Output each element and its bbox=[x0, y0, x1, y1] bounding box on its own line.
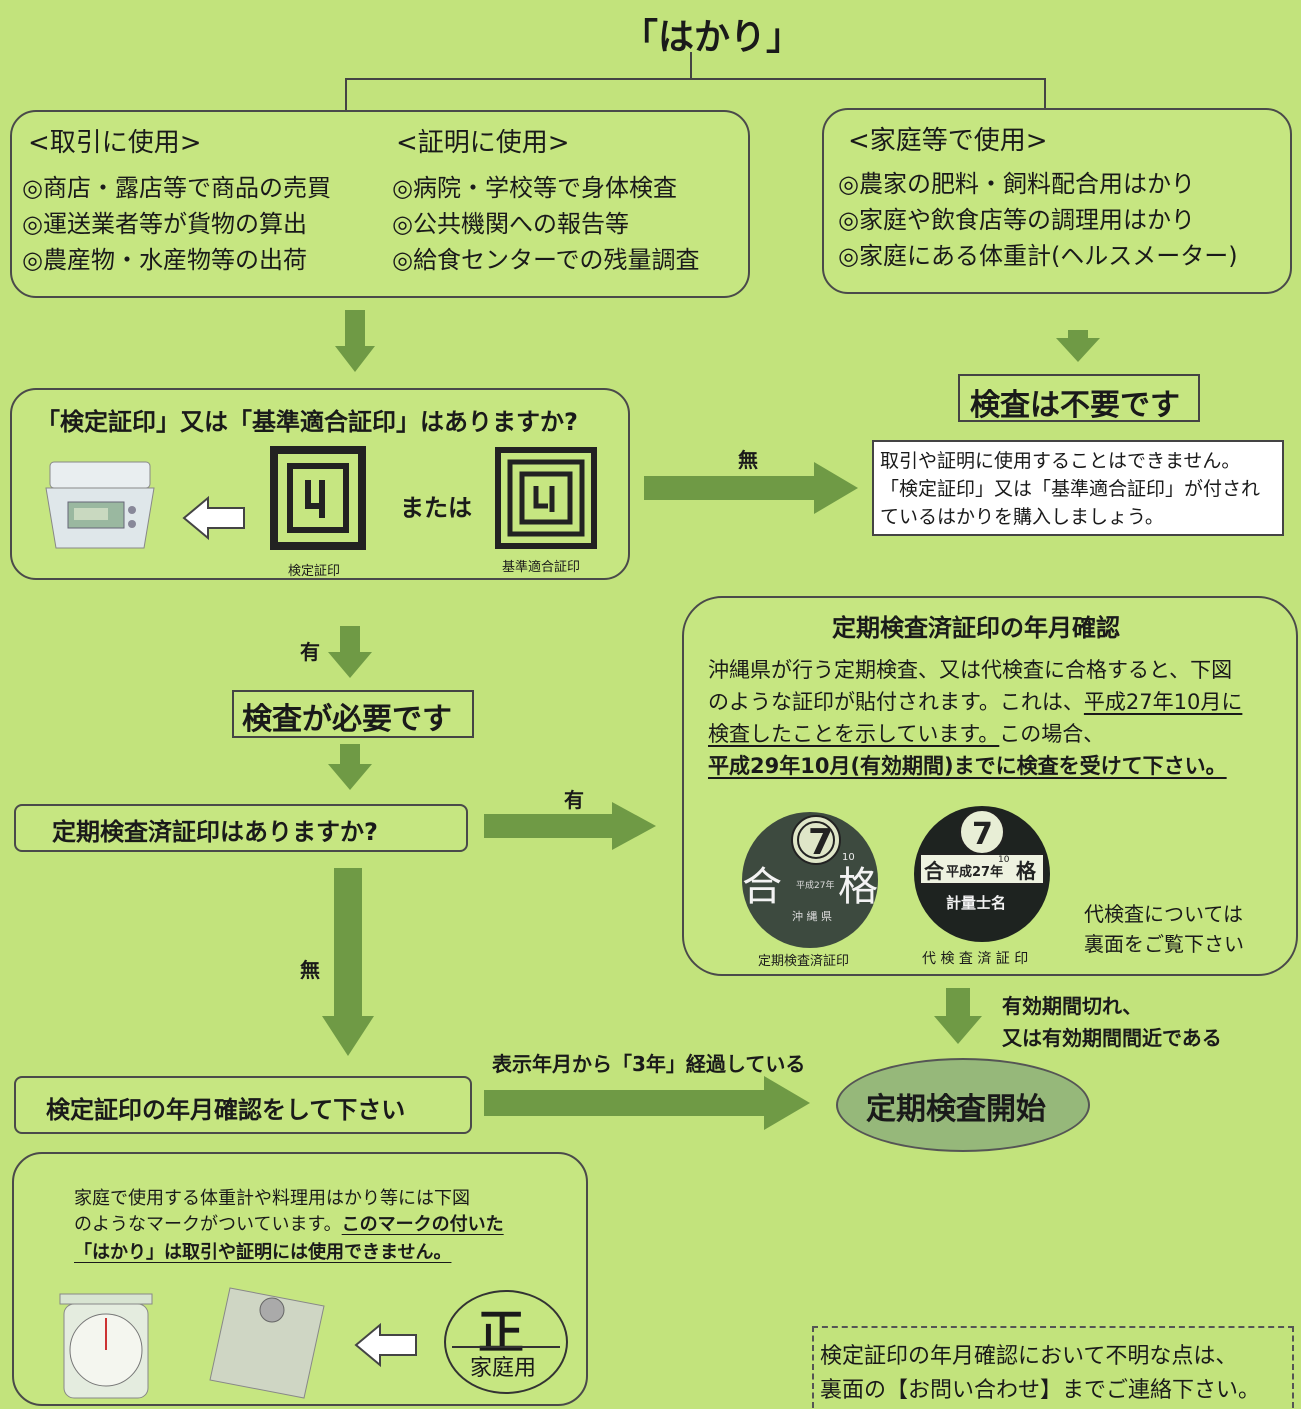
home-use-mark bbox=[444, 1290, 568, 1394]
seal-a-sub: 10 bbox=[842, 852, 855, 863]
proof-item: ◎公共機関への報告等 bbox=[392, 210, 629, 238]
yes-label-2: 有 bbox=[564, 788, 584, 812]
page-title: 「はかり」 bbox=[622, 17, 803, 58]
arrow-down-home bbox=[1056, 330, 1100, 364]
seal-b-mid: 平成27年 bbox=[946, 864, 1003, 880]
no-label-1: 無 bbox=[738, 448, 758, 472]
seal-a-num: 7 bbox=[808, 822, 833, 863]
proxy-note-line: 代検査については bbox=[1084, 902, 1243, 926]
seal-a-right: 格 bbox=[838, 864, 878, 910]
proof-item: ◎給食センターでの残量調査 bbox=[392, 246, 700, 274]
yes-label-1: 有 bbox=[300, 640, 320, 664]
hollow-left-arrow bbox=[182, 495, 245, 541]
seal-b-sub: 10 bbox=[998, 855, 1010, 865]
start-label: 定期検査開始 bbox=[866, 1092, 1046, 1127]
hollow-left-arrow-2 bbox=[354, 1322, 417, 1368]
seal-b-num: 7 bbox=[972, 817, 993, 852]
proxy-note-line: 裏面をご覧下さい bbox=[1084, 932, 1244, 956]
home-item: ◎農家の肥料・飼料配合用はかり bbox=[838, 170, 1195, 198]
contact-note-line: 裏面の【お問い合わせ】までご連絡下さい。 bbox=[820, 1378, 1261, 1403]
seal2-label: 基準適合証印 bbox=[502, 560, 581, 575]
seal-b-right: 格 bbox=[1016, 859, 1037, 883]
periodic-confirm-line4: 平成29年10月(有効期間)までに検査を受けて下さい。 bbox=[708, 754, 1227, 778]
start-inspection-ellipse bbox=[836, 1058, 1090, 1152]
proof-header: <証明に使用> bbox=[396, 128, 570, 158]
seal1-label: 検定証印 bbox=[288, 564, 341, 579]
trade-item: ◎商店・露店等で商品の売買 bbox=[22, 174, 331, 202]
branch-line bbox=[345, 78, 1045, 80]
home-item: ◎家庭や飲食店等の調理用はかり bbox=[838, 206, 1195, 234]
branch-right bbox=[1044, 78, 1046, 110]
seal-a-caption: 定期検査済証印 bbox=[758, 954, 850, 969]
arrow-down-yes bbox=[328, 626, 372, 680]
periodic-confirm-line1: 沖縄県が行う定期検査、又は代検査に合格すると、下図 bbox=[708, 658, 1233, 682]
expired-note-line: 又は有効期間間近である bbox=[1002, 1026, 1222, 1050]
not-required-note-line: ているはかりを購入しましょう。 bbox=[880, 506, 1164, 528]
kentei-seal-mark bbox=[270, 446, 366, 550]
home-mark-line3: 「はかり」は取引や証明には使用できません。 bbox=[74, 1242, 452, 1263]
seal-question: 「検定証印」又は「基準適合証印」はありますか? bbox=[36, 408, 578, 436]
periodic-inspection-seal: 7 10 合 格 平成27年 沖 縄 県 bbox=[742, 812, 878, 948]
arrow-right-start bbox=[484, 1076, 810, 1130]
title-connector bbox=[690, 52, 692, 80]
seal-a-left: 合 bbox=[742, 864, 782, 910]
seal-a-small2: 沖 縄 県 bbox=[792, 909, 832, 923]
usage-home-box bbox=[822, 108, 1292, 294]
arrow-right-yes bbox=[484, 802, 656, 850]
arrow-down-no bbox=[322, 868, 374, 1058]
periodic-question-box bbox=[14, 804, 468, 852]
arrow-down-2 bbox=[328, 744, 372, 792]
periodic-confirm-line3: 検査したことを示しています。この場合、 bbox=[708, 722, 1105, 746]
no-label-2: 無 bbox=[300, 958, 320, 982]
expired-note-line: 有効期間切れ、 bbox=[1002, 994, 1143, 1018]
not-required-note bbox=[872, 440, 1284, 536]
proxy-inspection-seal: 7 合 平成27年 10 格 計量士名 bbox=[914, 806, 1050, 942]
home-use-mark-divider bbox=[452, 1346, 560, 1348]
kijun-seal-mark bbox=[495, 447, 597, 549]
underline-date: 平成27年10月に bbox=[1083, 690, 1243, 714]
seal-b-left: 合 bbox=[924, 859, 945, 883]
home-mark-line2: のようなマークがついています。このマークの付いた bbox=[74, 1214, 504, 1235]
not-required-note-line: 「検定証印」又は「基準適合証印」が付され bbox=[880, 478, 1261, 500]
seal-b-name: 計量士名 bbox=[946, 894, 1006, 912]
arrow-down-expired bbox=[934, 988, 982, 1046]
or-text: または bbox=[400, 494, 472, 522]
confirm-seal-date: 検定証印の年月確認をして下さい bbox=[46, 1096, 406, 1124]
not-required-note-line: 取引や証明に使用することはできません。 bbox=[880, 450, 1241, 472]
home-use-mark-top: 正 bbox=[478, 1305, 524, 1359]
arrow-down-1 bbox=[335, 310, 375, 374]
elapsed-note: 表示年月から「3年」経過している bbox=[492, 1052, 806, 1076]
kitchen-scale-icon bbox=[59, 1293, 153, 1399]
seal-a-small1: 平成27年 bbox=[796, 879, 834, 891]
trade-item: ◎農産物・水産物等の出荷 bbox=[22, 246, 307, 274]
contact-note-line: 検定証印の年月確認において不明な点は、 bbox=[820, 1344, 1238, 1369]
home-header: <家庭等で使用> bbox=[848, 126, 1048, 156]
arrow-right-no bbox=[644, 462, 858, 514]
periodic-confirm-title: 定期検査済証印の年月確認 bbox=[832, 614, 1120, 642]
seal-b-caption: 代 検 査 済 証 印 bbox=[922, 951, 1029, 967]
not-required-box bbox=[958, 374, 1200, 422]
home-mark-line1: 家庭で使用する体重計や料理用はかり等には下図 bbox=[74, 1188, 470, 1209]
confirm-seal-date-box bbox=[14, 1076, 472, 1134]
periodic-confirm-line2: のような証印が貼付されます。これは、平成27年10月に bbox=[708, 690, 1243, 714]
not-required-label: 検査は不要です bbox=[970, 388, 1180, 423]
home-use-mark-bottom: 家庭用 bbox=[470, 1356, 537, 1381]
inspection-required: 検査が必要です bbox=[242, 702, 452, 737]
inspection-required-box bbox=[232, 690, 474, 738]
usage-trade-proof-box bbox=[10, 110, 750, 298]
home-item: ◎家庭にある体重計(ヘルスメーター) bbox=[838, 242, 1238, 270]
trade-header: <取引に使用> bbox=[28, 128, 202, 158]
digital-scale-icon bbox=[45, 461, 155, 549]
proof-item: ◎病院・学校等で身体検査 bbox=[392, 174, 677, 202]
periodic-question: 定期検査済証印はありますか? bbox=[52, 818, 378, 846]
contact-note-box bbox=[812, 1326, 1294, 1408]
trade-item: ◎運送業者等が貨物の算出 bbox=[22, 210, 307, 238]
branch-left bbox=[345, 78, 347, 112]
bathroom-scale-icon bbox=[209, 1287, 325, 1399]
